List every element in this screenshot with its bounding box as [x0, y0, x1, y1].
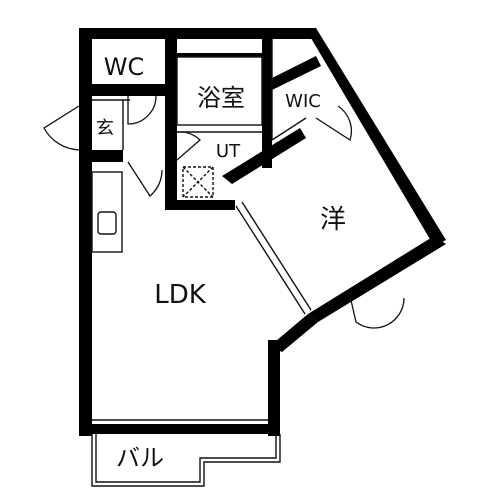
wall-ut-western	[222, 128, 306, 184]
door-swings	[43, 95, 405, 329]
western-door[interactable]	[349, 295, 405, 329]
wall-bottom	[79, 424, 280, 434]
wall-entrance-bottom	[79, 150, 123, 162]
wall-wc-bottom	[79, 84, 173, 96]
room-label-ldk: LDK	[154, 280, 207, 310]
interior-lines	[91, 39, 312, 487]
wall-ldk-corner	[270, 314, 318, 352]
wall-left	[79, 28, 92, 436]
ut-door[interactable]	[176, 131, 201, 161]
wall-top-inner	[177, 53, 265, 57]
washer-box	[182, 166, 214, 198]
wic-door[interactable]	[315, 105, 353, 142]
entrance-door[interactable]	[43, 105, 80, 151]
wall-wic-bottom	[272, 56, 321, 90]
room-label-entrance: 玄	[96, 118, 114, 139]
kitchen-counter	[91, 171, 123, 253]
sliding-door-2	[241, 201, 312, 311]
room-label-balcony: バル	[116, 444, 164, 472]
bath-frame	[176, 56, 263, 126]
wall-ut-bottom	[165, 200, 235, 210]
room-label-wic: WIC	[285, 91, 321, 112]
wc-door[interactable]	[127, 95, 157, 125]
balcony-outline	[91, 434, 281, 487]
wall-top	[79, 28, 315, 39]
wall-bath-right	[262, 28, 272, 168]
wall-ldk-right	[268, 340, 280, 436]
wall-diagonal-right	[305, 28, 446, 246]
room-label-bath: 浴室	[197, 84, 245, 112]
wall-western-bottom	[308, 236, 446, 322]
kitchen-sink	[97, 211, 117, 235]
room-label-western: 洋	[320, 205, 346, 235]
balcony-inner	[95, 434, 277, 483]
wall-center-vertical	[165, 28, 177, 210]
washer-x-2	[182, 166, 214, 198]
room-label-wc: WC	[104, 53, 145, 81]
room-label-utility: UT	[216, 141, 241, 162]
sliding-door-1	[235, 205, 306, 315]
ldk-door[interactable]	[127, 161, 163, 197]
wic-line-2	[271, 117, 307, 141]
walls	[79, 28, 446, 436]
